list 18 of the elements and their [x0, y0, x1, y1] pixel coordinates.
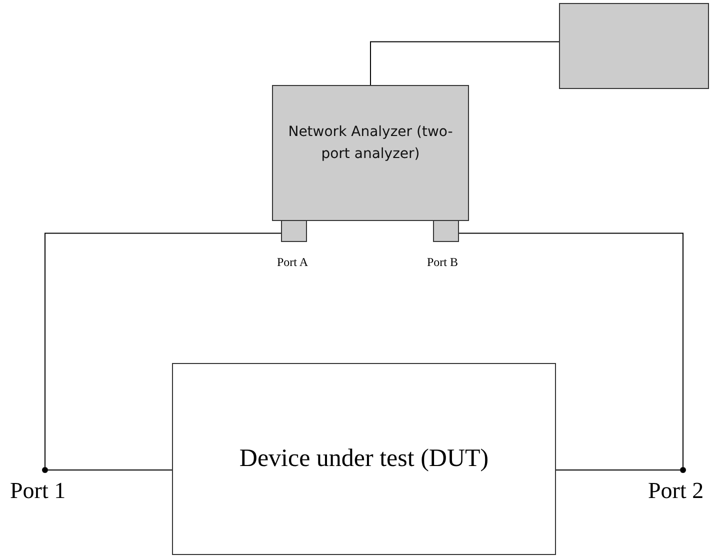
node-label: Device under test (DUT)	[239, 444, 489, 474]
port-label: Port B	[427, 255, 458, 270]
connection-line	[556, 469, 680, 470]
node-label: Network Analyzer (two-port analyzer)	[287, 122, 454, 164]
analyzer-box	[272, 85, 469, 221]
port-connector	[281, 220, 307, 242]
connection-line	[48, 469, 172, 470]
port-label: Port 1	[10, 478, 66, 504]
connection-line	[370, 41, 560, 86]
software-box	[559, 3, 709, 89]
terminal-dot	[680, 467, 686, 473]
terminal-dot	[42, 467, 48, 473]
device-box	[172, 363, 556, 555]
port-connector	[433, 220, 459, 242]
port-label: Port 2	[648, 478, 704, 504]
connection-line	[44, 232, 282, 468]
connection-line	[458, 232, 684, 468]
port-label: Port A	[277, 255, 308, 270]
